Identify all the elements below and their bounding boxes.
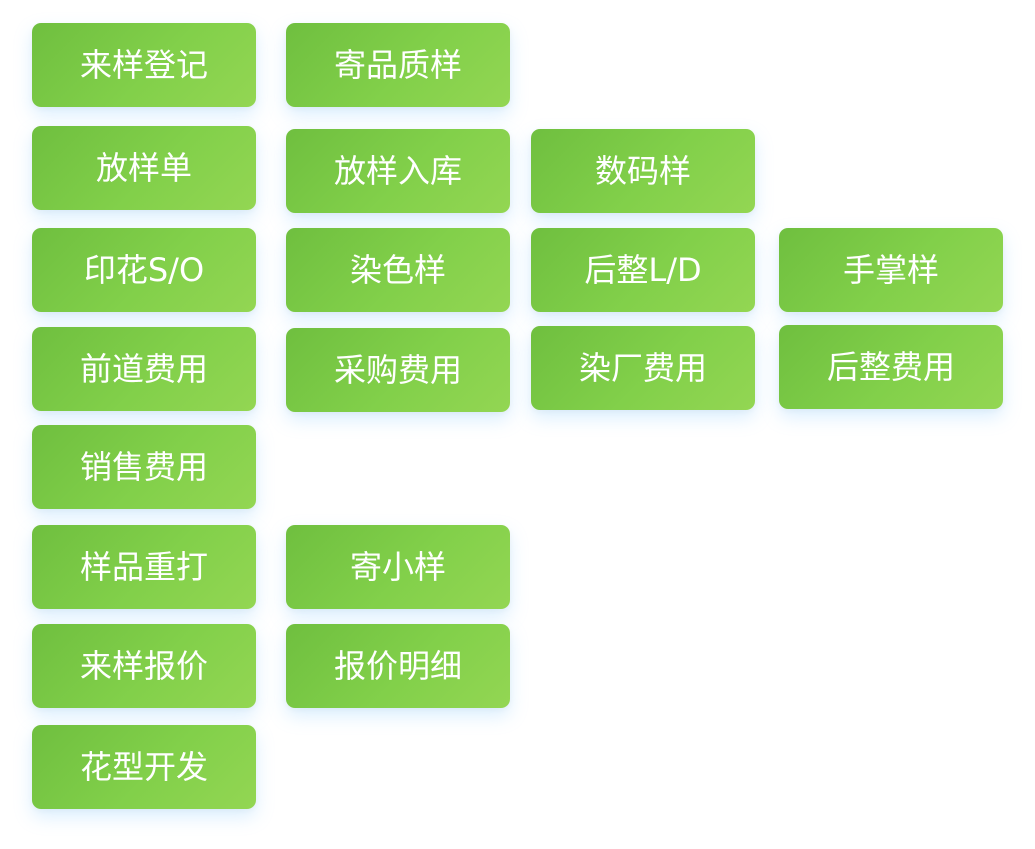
tile-sample-reprint[interactable]: 样品重打 bbox=[32, 525, 256, 609]
tile-label: 放样单 bbox=[95, 149, 192, 187]
tile-label: 手掌样 bbox=[842, 251, 939, 289]
tile-sample-registration[interactable]: 来样登记 bbox=[32, 23, 256, 107]
tile-pattern-development[interactable]: 花型开发 bbox=[32, 725, 256, 809]
tile-sample-order[interactable]: 放样单 bbox=[32, 126, 256, 210]
tile-label: 寄品质样 bbox=[333, 46, 462, 84]
tile-label: 放样入库 bbox=[333, 152, 462, 190]
tile-digital-sample[interactable]: 数码样 bbox=[531, 129, 755, 213]
tile-label: 样品重打 bbox=[79, 548, 208, 586]
tile-dyehouse-cost[interactable]: 染厂费用 bbox=[531, 326, 755, 410]
tile-send-small-sample[interactable]: 寄小样 bbox=[286, 525, 510, 609]
tile-send-quality-sample[interactable]: 寄品质样 bbox=[286, 23, 510, 107]
tile-label: 销售费用 bbox=[79, 448, 208, 486]
tile-label: 来样报价 bbox=[79, 647, 208, 685]
tile-label: 数码样 bbox=[594, 152, 691, 190]
tile-finishing-cost[interactable]: 后整费用 bbox=[779, 325, 1003, 409]
tile-label: 染色样 bbox=[349, 251, 446, 289]
tile-label: 印花S/O bbox=[83, 251, 205, 289]
tile-sample-quote[interactable]: 来样报价 bbox=[32, 624, 256, 708]
tile-label: 后整L/D bbox=[584, 251, 702, 289]
tile-sales-cost[interactable]: 销售费用 bbox=[32, 425, 256, 509]
tile-label: 前道费用 bbox=[79, 350, 208, 388]
tile-purchase-cost[interactable]: 采购费用 bbox=[286, 328, 510, 412]
tile-label: 采购费用 bbox=[333, 351, 462, 389]
tile-quote-details[interactable]: 报价明细 bbox=[286, 624, 510, 708]
tile-preprocess-cost[interactable]: 前道费用 bbox=[32, 327, 256, 411]
tile-finishing-ld[interactable]: 后整L/D bbox=[531, 228, 755, 312]
tile-label: 寄小样 bbox=[349, 548, 446, 586]
tile-label: 花型开发 bbox=[79, 748, 208, 786]
tile-label: 来样登记 bbox=[79, 46, 208, 84]
tile-dye-sample[interactable]: 染色样 bbox=[286, 228, 510, 312]
tile-label: 后整费用 bbox=[826, 348, 955, 386]
tile-print-so[interactable]: 印花S/O bbox=[32, 228, 256, 312]
tile-label: 报价明细 bbox=[333, 647, 462, 685]
tile-hand-sample[interactable]: 手掌样 bbox=[779, 228, 1003, 312]
tile-sample-warehousing[interactable]: 放样入库 bbox=[286, 129, 510, 213]
tile-label: 染厂费用 bbox=[578, 349, 707, 387]
